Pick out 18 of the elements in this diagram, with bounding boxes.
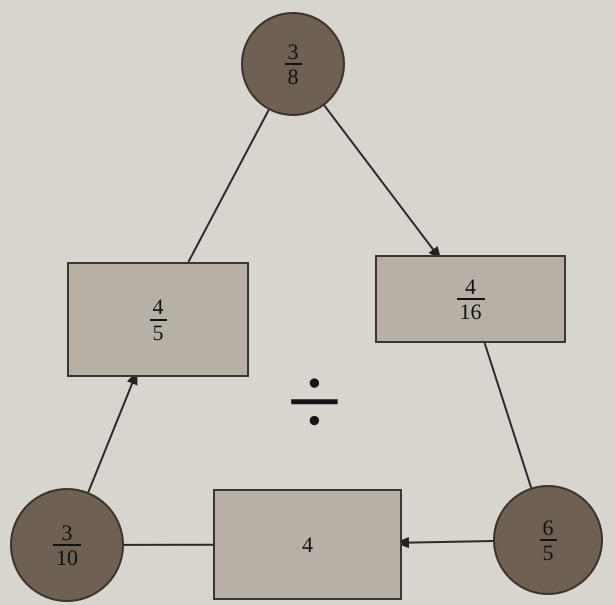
connector-line — [188, 110, 270, 262]
numerator: 4 — [464, 274, 477, 298]
denominator: 5 — [150, 318, 166, 344]
numerator: 3 — [60, 520, 74, 544]
rectangle-node — [67, 262, 249, 377]
rectangle-node — [375, 255, 566, 343]
denominator: 5 — [540, 539, 556, 564]
denominator: 10 — [53, 544, 81, 570]
denominator: 16 — [456, 298, 484, 324]
numerator: 3 — [286, 40, 300, 63]
numerator: 4 — [152, 295, 164, 318]
connector-line — [124, 544, 213, 546]
rectangle-node — [213, 489, 402, 600]
numerator: 6 — [542, 516, 554, 539]
node-label: 4 — [301, 532, 314, 556]
connector-line — [484, 342, 532, 488]
division-sign: ÷ — [287, 352, 342, 452]
denominator: 8 — [284, 63, 302, 88]
